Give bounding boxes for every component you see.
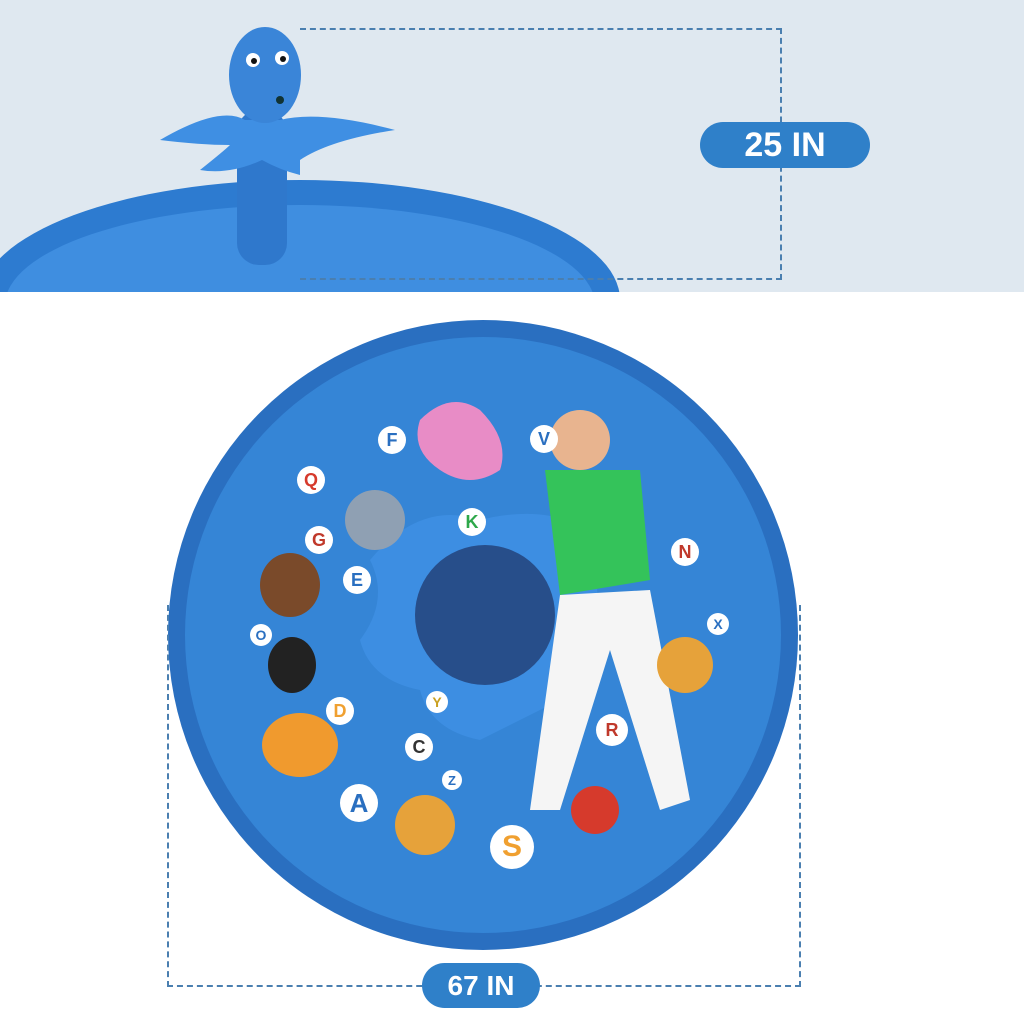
mat-surface (7, 205, 593, 292)
mat-letter: V (530, 425, 558, 453)
mat-letter: N (671, 538, 699, 566)
mat-letter: O (250, 624, 272, 646)
mat-letter: Q (297, 466, 325, 494)
ladybug-icon (571, 786, 619, 834)
mat-letter: D (326, 697, 354, 725)
mat-letter: K (458, 508, 486, 536)
elephant-icon (345, 490, 405, 550)
mat-letter: E (343, 566, 371, 594)
mat-letter: C (405, 733, 433, 761)
tiger-icon (262, 713, 338, 777)
mat-letter: A (340, 784, 378, 822)
mat-letter: G (305, 526, 333, 554)
mat-letter: S (490, 825, 534, 869)
mat-letter: X (707, 613, 729, 635)
pink-octopus (417, 402, 503, 480)
height-label: 25 IN (700, 122, 870, 168)
mat-letter: F (378, 426, 406, 454)
side-view-mat-illustration (0, 27, 620, 292)
lion-icon (657, 637, 713, 693)
side-view-panel: 25 IN (0, 0, 1024, 292)
diameter-dimension-box (167, 605, 801, 987)
octopus-tentacles (160, 115, 395, 175)
mat-letter: Y (426, 691, 448, 713)
mat-letter: R (596, 714, 628, 746)
mat-letter: Z (442, 770, 462, 790)
child-figure (530, 410, 690, 810)
lion-icon (395, 795, 455, 855)
penguin-icon (268, 637, 316, 693)
diameter-label: 67 IN (422, 963, 540, 1008)
octopus-head (415, 545, 555, 685)
monkey-icon (260, 553, 320, 617)
